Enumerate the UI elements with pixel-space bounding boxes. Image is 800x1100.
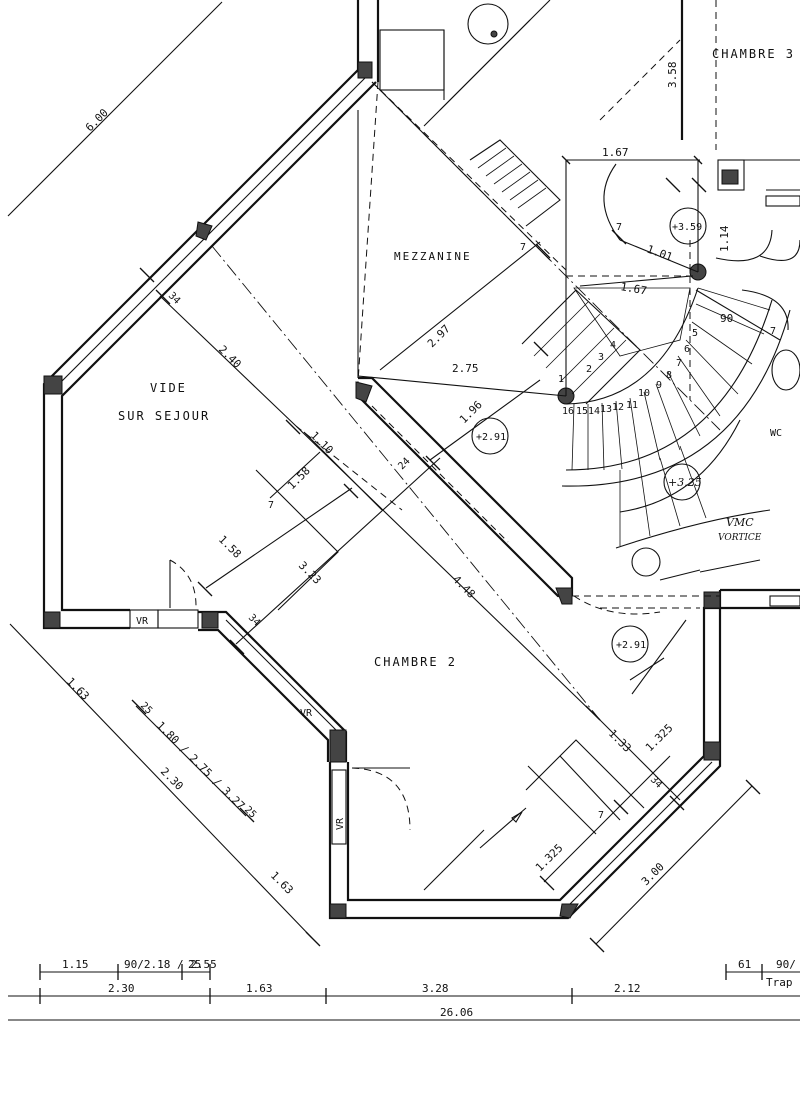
vr-label-2: VR xyxy=(300,708,313,719)
dimension-ticks xyxy=(39,155,763,1004)
step-13: 13 xyxy=(600,404,612,415)
dim-2-75: 2.75 xyxy=(452,362,479,375)
level-325: +3.25 xyxy=(668,476,702,489)
step-4: 4 xyxy=(610,340,616,351)
bottom-dim-61: 61 xyxy=(738,958,751,971)
step-7: 7 xyxy=(676,358,682,369)
level-circles xyxy=(471,207,707,663)
bottom-dim-2-30: 2.30 xyxy=(108,982,135,995)
bottom-dim-3-28: 3.28 xyxy=(422,982,449,995)
room-label-mezzanine: MEZZANINE xyxy=(394,250,472,263)
step-1: 1 xyxy=(558,374,564,385)
vortice-label: VORTICE xyxy=(718,533,762,543)
dim-7-b: 7 xyxy=(520,242,526,253)
room-label-sur-sejour: SUR SEJOUR xyxy=(118,409,210,423)
exterior-walls xyxy=(42,0,800,920)
dim-34-b: 34 xyxy=(246,612,262,628)
dim-1-01: 1.01 xyxy=(645,243,674,264)
dim-1-96: 1.96 xyxy=(457,398,485,426)
dim-1-325-b: 1.325 xyxy=(533,842,566,875)
staircase xyxy=(469,139,791,577)
bottom-dim-26-06: 26.06 xyxy=(440,1006,473,1019)
dim-1-63-a: 1.63 xyxy=(64,675,92,703)
door-swings xyxy=(169,559,661,845)
room-label-vide: VIDE xyxy=(150,381,187,395)
dim-34-c: 34 xyxy=(648,774,664,790)
dim-24: 24 xyxy=(396,456,412,472)
dim-6-00: 6.00 xyxy=(83,106,111,134)
room-label-chambre-2: CHAMBRE 2 xyxy=(374,655,457,669)
dim-7-e: 7 xyxy=(598,810,604,821)
dim-1-67-landing: 1.67 xyxy=(619,280,647,297)
vmc-label: VMC xyxy=(726,516,754,529)
vr-label-3: VR xyxy=(335,817,346,830)
dim-1-33: 1.33 xyxy=(606,727,634,755)
overhead-dashed-lines xyxy=(211,39,721,721)
step-14: 14 xyxy=(588,406,600,417)
dim-2-40: 2.40 xyxy=(216,343,244,371)
step-5: 5 xyxy=(692,328,698,339)
bottom-dim-90-2-18: 90/2.18 / 2.55 xyxy=(124,958,217,971)
dim-1-325-a: 1.325 xyxy=(643,722,676,755)
step-15: 15 xyxy=(576,406,588,417)
dim-1-67: 1.67 xyxy=(602,146,629,159)
level-359: +3.59 xyxy=(672,222,702,233)
dim-2-30: 2.30 xyxy=(158,765,186,793)
furniture-lines xyxy=(255,431,687,891)
dim-7-a: 7 xyxy=(616,222,622,233)
step-12: 12 xyxy=(612,402,624,413)
dim-3-23: 3.23 xyxy=(296,559,324,587)
dimension-lines xyxy=(7,1,800,1021)
dim-1-14: 1.14 xyxy=(718,225,731,252)
step-10: 10 xyxy=(638,388,650,399)
step-16: 16 xyxy=(562,406,574,417)
dim-1-58-b: 1.58 xyxy=(216,533,244,561)
fixtures xyxy=(467,3,800,607)
step-11: 11 xyxy=(626,400,638,411)
dim-7-c: 7 xyxy=(770,326,776,337)
dim-90: 90 xyxy=(720,312,733,325)
structural-posts xyxy=(43,61,721,919)
dim-3-58: 3.58 xyxy=(666,62,679,89)
bottom-dim-2-12: 2.12 xyxy=(614,982,641,995)
bottom-dim-25: 25 xyxy=(188,958,201,971)
step-2: 2 xyxy=(586,364,592,375)
dim-1-10: 1.10 xyxy=(308,429,336,457)
dim-25-a: 25 xyxy=(138,700,154,716)
level-291-lower: +2.91 xyxy=(616,640,646,651)
dim-25-b: 25 xyxy=(242,804,258,820)
vr-label-1: VR xyxy=(136,616,149,627)
dim-1-58-a: 1.58 xyxy=(285,464,313,492)
step-9: 9 xyxy=(656,380,662,391)
bottom-dim-1-63: 1.63 xyxy=(246,982,273,995)
stair-step-numbers: 1 2 3 4 5 6 7 8 9 10 11 12 13 14 15 16 xyxy=(558,328,698,417)
step-8: 8 xyxy=(666,370,672,381)
bottom-dim-1-15: 1.15 xyxy=(62,958,89,971)
dim-4-48: 4.48 xyxy=(450,573,478,601)
dim-7-d: 7 xyxy=(268,500,274,511)
room-label-chambre-3: CHAMBRE 3 xyxy=(712,47,795,61)
bottom-dim-90-right: 90/ xyxy=(776,958,796,971)
trap-label: Trap xyxy=(766,976,793,989)
dim-3-00: 3.00 xyxy=(639,860,667,888)
step-3: 3 xyxy=(598,352,604,363)
dim-1-63-b: 1.63 xyxy=(268,869,296,897)
level-291-upper: +2.91 xyxy=(476,432,506,443)
step-6: 6 xyxy=(684,344,690,355)
room-label-wc: WC xyxy=(770,428,782,439)
dim-2-97: 2.97 xyxy=(425,322,453,350)
